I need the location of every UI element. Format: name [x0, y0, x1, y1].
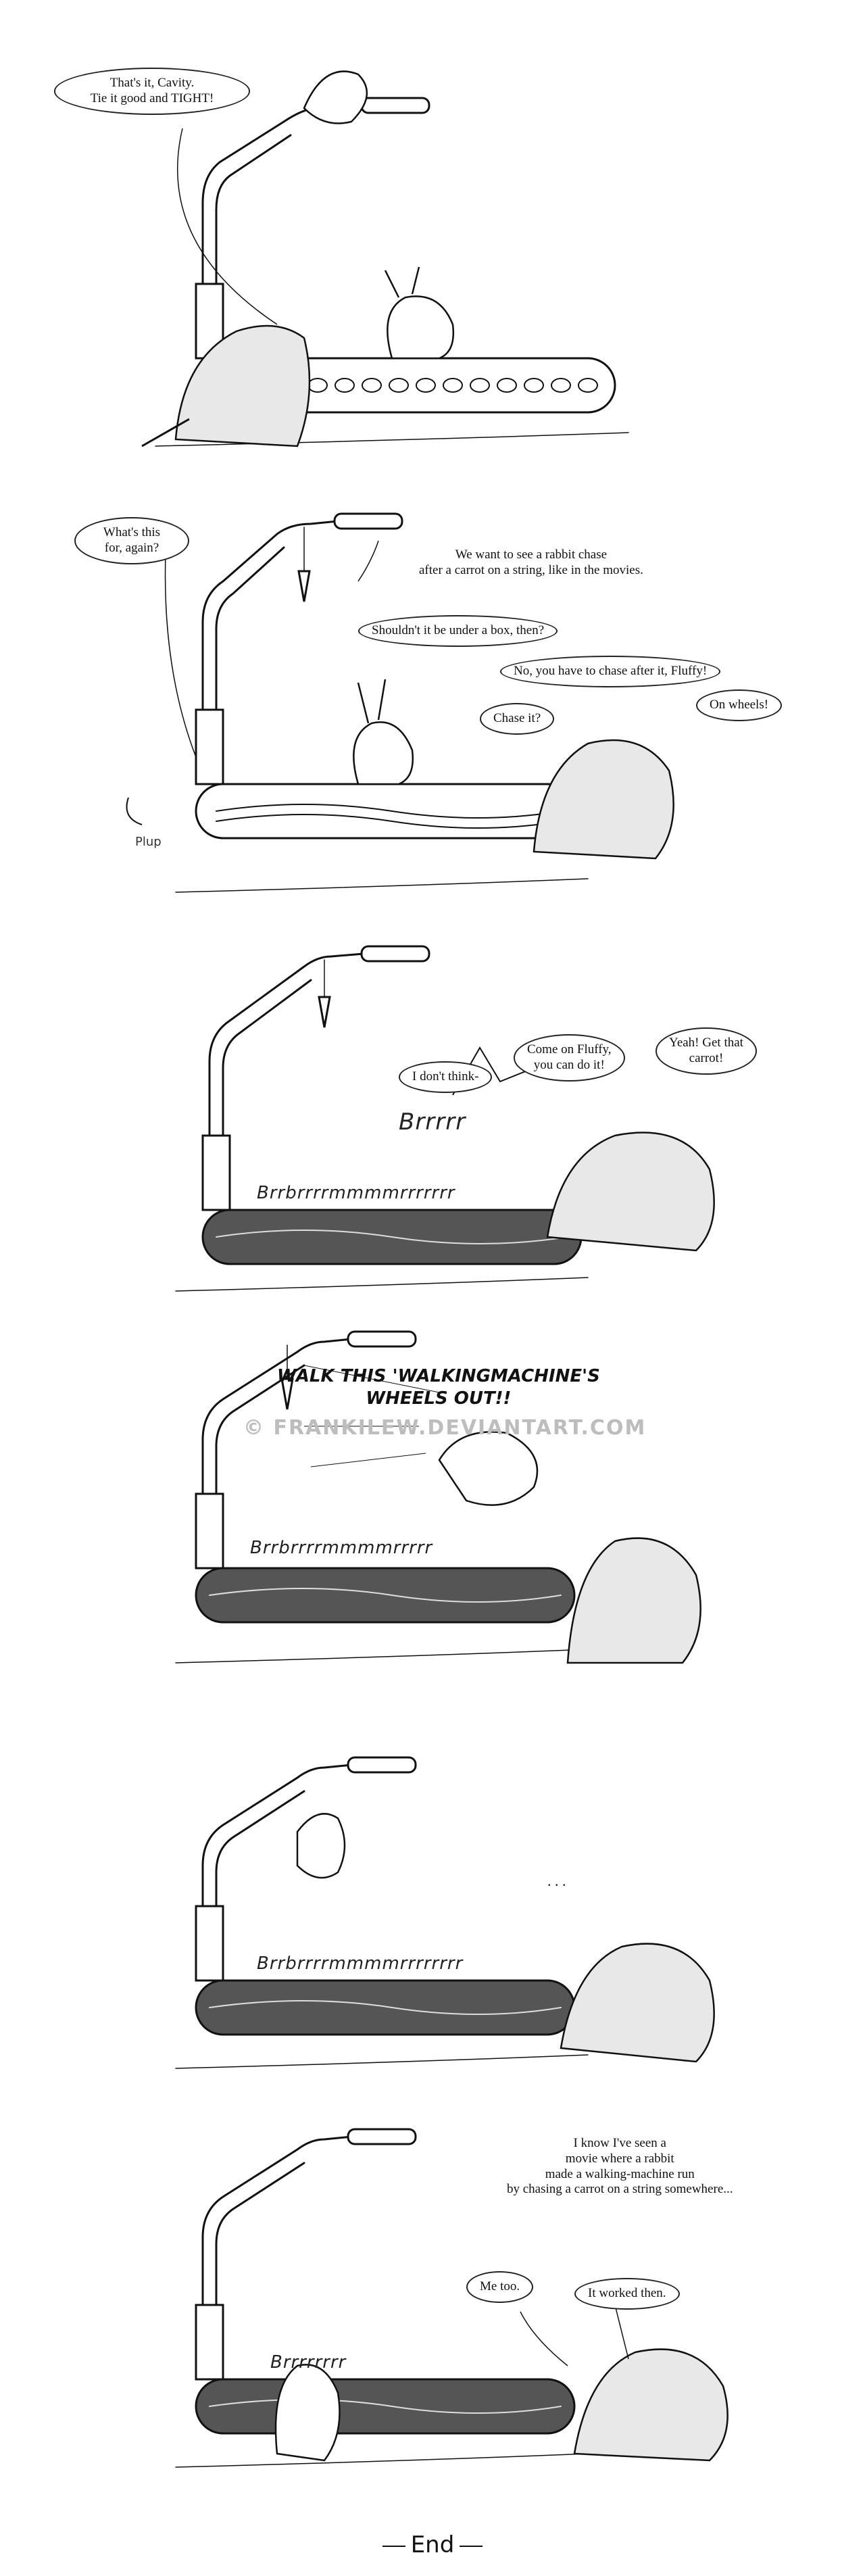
treadmill-drawing [126, 512, 674, 893]
speech-bubble: Yeah! Get that carrot! [656, 1027, 757, 1075]
rabbit-character [296, 1813, 346, 1879]
speech-bubble: Me too. [466, 2271, 534, 2303]
narration-text: I know I've seen a movie where a rabbit … [507, 2136, 733, 2197]
treadmill-drawing [175, 2128, 728, 2468]
ellipsis-bubble: . . . [547, 1872, 566, 1889]
rabbit-character [387, 295, 455, 360]
sound-effect-text: Brrbrrrrmmmmrrrrrrr [257, 1183, 455, 1203]
speech-bubble: Shouldn't it be under a box, then? [358, 615, 558, 647]
comic-panel-1: That's it, Cavity. Tie it good and TIGHT… [54, 41, 777, 487]
speech-bubble: No, you have to chase after it, Fluffy! [500, 656, 721, 687]
cloaked-characters-group [566, 1537, 701, 1664]
sound-effect-text: Brrbrrrrmmmmrrrrr [250, 1538, 433, 1558]
comic-panel-6: I know I've seen a movie where a rabbit … [101, 2116, 777, 2494]
sound-effect-text: Brrrrrrrr [270, 2352, 347, 2373]
cloaked-character [174, 324, 311, 447]
speed-lines [303, 1365, 440, 1467]
comic-panel-2: What's this for, again? We want to see a… [74, 500, 783, 933]
comic-panel-4: WALK THIS 'WALKINGMACHINE'S WHEELS OUT!!… [101, 1325, 777, 1703]
speech-bubble: On wheels! [696, 689, 783, 721]
creature-on-handle [303, 70, 368, 124]
treadmill-drawing [175, 1330, 701, 1664]
speech-bubble: I don't think- [399, 1061, 493, 1093]
cloaked-characters-group [546, 1132, 715, 1252]
rabbit-character [353, 721, 414, 785]
comic-panel-3: I don't think- Come on Fluffy, you can d… [101, 940, 777, 1332]
sound-effect-text: Plup [135, 835, 162, 849]
speech-bubble: Chase it? [480, 703, 555, 735]
end-caption: End [365, 2531, 500, 2558]
speech-bubble: What's this for, again? [74, 517, 189, 564]
watermark: © FRANKILEW.DEVIANTART.COM [243, 1416, 647, 1440]
treadmill-drawing [175, 945, 715, 1292]
standing-character [274, 2364, 341, 2462]
speech-bubble: That's it, Cavity. Tie it good and TIGHT… [54, 68, 250, 115]
treadmill-drawing [175, 1756, 715, 2069]
cloaked-characters-group [560, 1943, 715, 2063]
speech-bubble: Come on Fluffy, you can do it! [514, 1034, 625, 1082]
rabbit-character [438, 1431, 539, 1506]
cloaked-characters-group [573, 2348, 728, 2462]
comic-panel-5: . . . Brrbrrrrmmmmrrrrrrrr [101, 1751, 777, 2102]
treadmill-drawing [141, 70, 629, 447]
shouted-dialogue: WALK THIS 'WALKINGMACHINE'S WHEELS OUT!! [277, 1366, 600, 1409]
narration-text: We want to see a rabbit chase after a ca… [419, 548, 643, 577]
speech-bubble: It worked then. [574, 2278, 680, 2310]
sound-effect-text: Brrbrrrrmmmmrrrrrrrr [257, 1953, 464, 1974]
sound-effect-text: Brrrrr [399, 1109, 466, 1136]
cloaked-characters-group [533, 739, 674, 860]
